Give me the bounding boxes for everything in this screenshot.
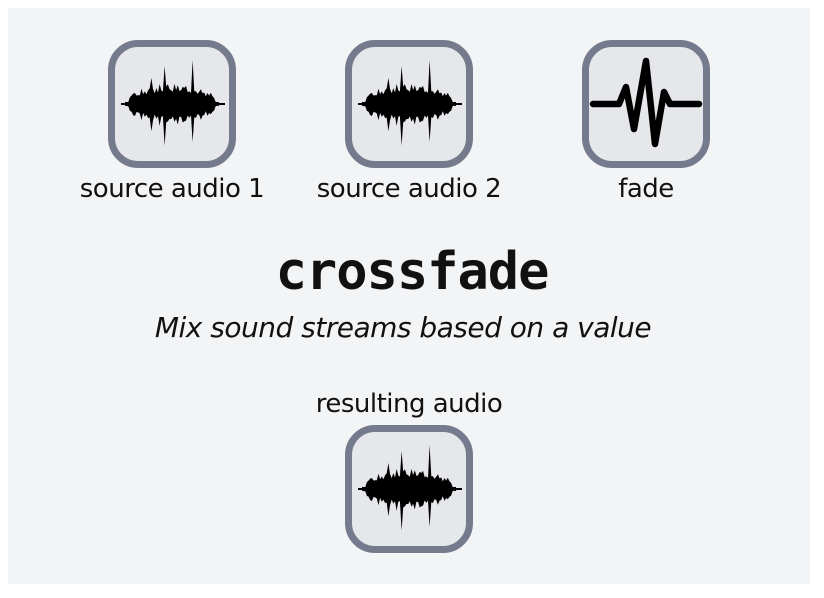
node-description: Mix sound streams based on a value: [154, 311, 652, 344]
input-port-source-audio-1[interactable]: [108, 40, 236, 168]
output-label-resulting-audio: resulting audio: [315, 389, 503, 419]
signal-pulse-icon: [589, 57, 703, 148]
input-port-source-audio-2[interactable]: [345, 40, 473, 168]
input-port-fade[interactable]: [582, 40, 710, 168]
input-label-fade: fade: [618, 174, 674, 204]
node-title: crossfade: [275, 242, 550, 302]
input-label-source-audio-2: source audio 2: [316, 174, 502, 204]
output-port-resulting-audio[interactable]: [345, 425, 473, 553]
audio-waveform-icon: [358, 445, 462, 531]
audio-waveform-icon: [358, 60, 462, 146]
input-label-source-audio-1: source audio 1: [79, 174, 265, 204]
audio-waveform-icon: [121, 60, 225, 146]
